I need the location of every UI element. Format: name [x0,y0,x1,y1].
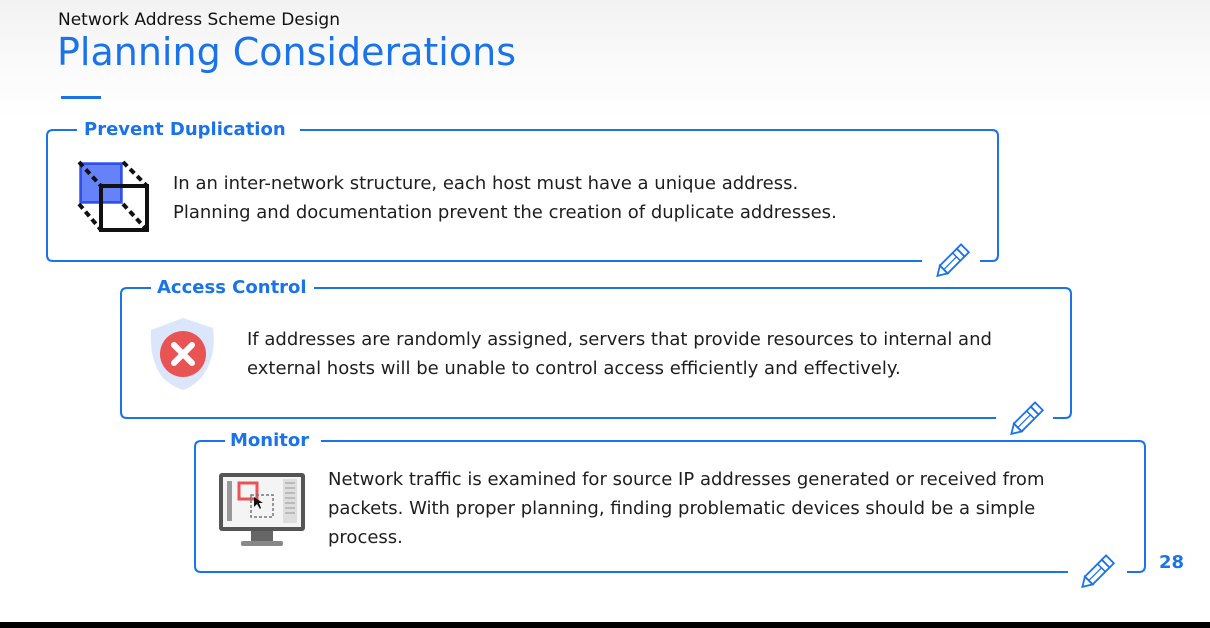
pencil-icon [1079,551,1119,595]
panel-text-line: process. [328,527,403,548]
slide-supertitle: Network Address Scheme Design [58,10,340,30]
page-number: 28 [1159,552,1185,573]
panel-title: Access Control [157,277,307,298]
panel-text-line: Planning and documentation prevent the c… [173,202,837,223]
panel-frame [46,129,999,262]
panel-frame [194,440,1146,573]
panel-monitor: Monitor Network traffic is examined for … [194,430,1146,589]
panel-text: Network traffic is examined for source I… [328,465,1044,552]
panel-title: Monitor [230,430,310,451]
pencil-icon [934,240,974,284]
panel-text-line: packets. With proper planning, finding p… [328,498,1036,519]
panel-text: If addresses are randomly assigned, serv… [247,325,992,383]
panel-prevent-duplication: Prevent Duplication In an inter-network … [46,119,999,278]
bottom-bar [0,622,1210,628]
panel-text-line: Network traffic is examined for source I… [328,469,1045,490]
panel-access-control: Access Control If addresses are randomly… [120,277,1072,436]
title-underline [61,96,101,99]
deny-x-icon [143,314,223,398]
slide-title: Planning Considerations [57,30,516,74]
panel-text: In an inter-network structure, each host… [173,169,837,227]
panel-text-line: In an inter-network structure, each host… [173,173,799,194]
panel-text-line: If addresses are randomly assigned, serv… [247,329,992,350]
panel-text-line: external hosts will be unable to control… [247,358,901,379]
panel-frame [120,287,1072,419]
duplicate-squares-icon [75,158,151,238]
panel-title: Prevent Duplication [84,119,286,140]
monitor-screen-icon [217,469,307,555]
pencil-icon [1008,398,1048,442]
